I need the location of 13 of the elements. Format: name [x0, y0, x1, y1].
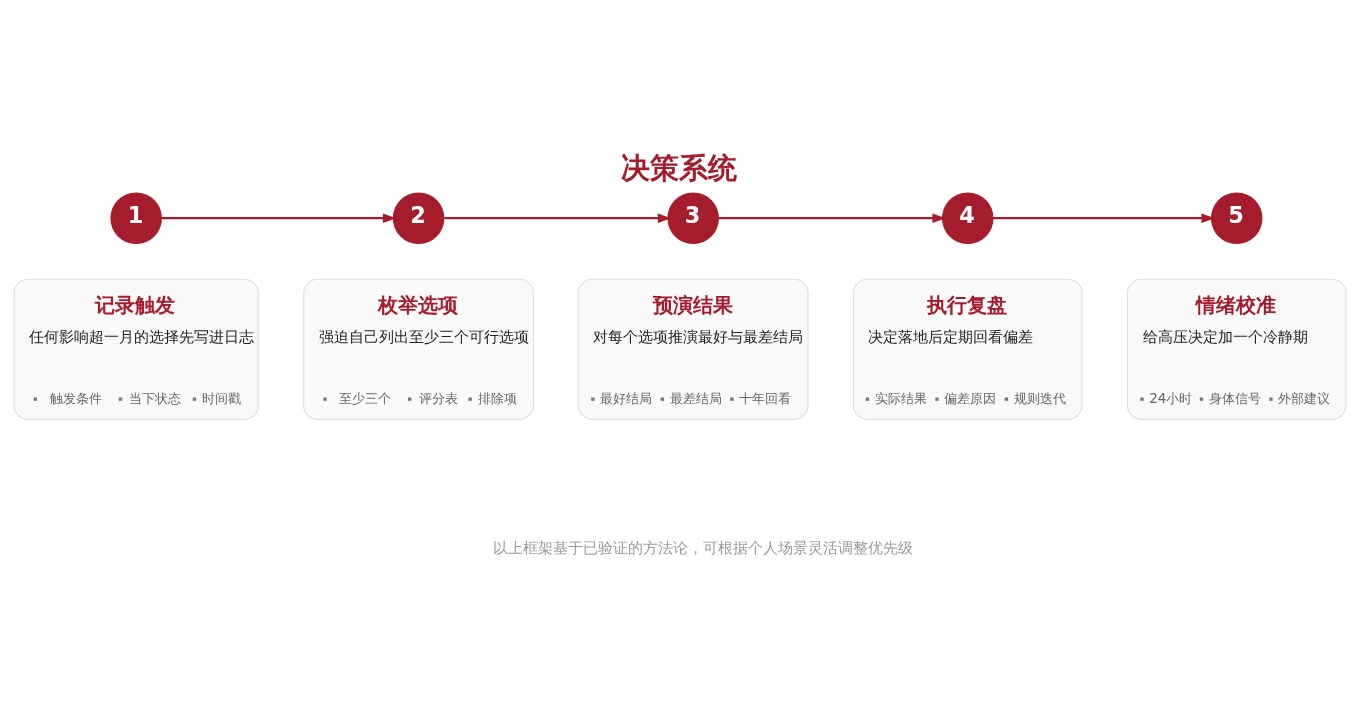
node-circle: 3: [667, 191, 719, 244]
node-box: 情绪校准 给高压决定加一个冷静期 24小时 身体信号 外部建议: [1126, 278, 1347, 420]
node-box: 执行复盘 决定落地后定期回看偏差 实际结果 偏差原因 规则迭代: [852, 278, 1083, 420]
node-circle: 4: [941, 191, 994, 244]
node-box: 记录触发 任何影响超一月的选择先写进日志 触发条件 当下状态 时间戳: [13, 278, 259, 420]
node-circle: 1: [110, 191, 162, 244]
node-box: 枚举选项 强迫自己列出至少三个可行选项 至少三个 评分表 排除项: [303, 278, 534, 420]
arrow: [718, 212, 946, 223]
diagram-title: 决策系统: [620, 150, 737, 185]
node-circle: 5: [1210, 191, 1263, 244]
caption: 以上框架基于已验证的方法论，可根据个人场景灵活调整优先级: [492, 538, 913, 556]
node-box: 预演结果 对每个选项推演最好与最差结局 最好结局 最差结局 十年回看: [577, 278, 809, 420]
node-circle: 2: [392, 191, 445, 244]
